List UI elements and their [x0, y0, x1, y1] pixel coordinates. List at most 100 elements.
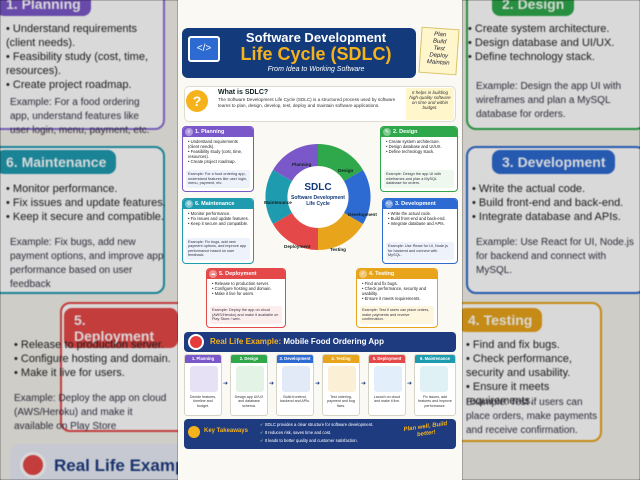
list-item: Design database and UI/UX. [468, 36, 638, 50]
phone-check-illustration [328, 366, 356, 392]
arrow-right-icon: ➜ [361, 381, 367, 387]
list-item: Create system architecture. [386, 139, 454, 144]
list-item: Create project roadmap. [6, 78, 166, 92]
cycle-label-deployment: Deployment [284, 244, 311, 249]
arrow-right-icon: ➜ [223, 381, 229, 387]
list-item: Build front-end and back-end. [472, 196, 637, 210]
list-item: Ensure it meets requirements. [466, 380, 606, 408]
checklist-icon: ≡ [185, 128, 193, 136]
card-development-title: 3. Development [383, 199, 457, 209]
question-icon: ? [186, 90, 208, 112]
list-item: Release to production server. [212, 281, 282, 286]
step-card: 4. Testing Test ordering, payment and bu… [322, 354, 360, 416]
step-card: 6. Maintenance Fix issues, add features … [414, 354, 456, 416]
card-deployment-example: Example: Deploy the app on cloud (AWS/He… [210, 306, 282, 324]
bug-icon: ✓ [359, 270, 367, 278]
step-card: 3. Development Build frontend, backend a… [276, 354, 314, 416]
step-text: Decide features, timeline and budget. [189, 395, 217, 408]
list-item: Create project roadmap. [188, 159, 250, 164]
card-deployment-title: 5. Deployment [207, 269, 285, 279]
cycle-center-title: SDLC [304, 182, 332, 193]
right-testing-head: 4. Testing [462, 308, 543, 332]
card-design: 2. Design ✎ Create system architecture. … [380, 126, 458, 192]
code-icon: <> [385, 200, 393, 208]
cycle-label-design: Design [338, 168, 354, 173]
step-head: 6. Maintenance [415, 355, 455, 363]
list-item: SDLC provides a clear structure for soft… [260, 421, 396, 429]
list-item: Integrate database and APIs. [388, 221, 454, 226]
left-planning-example: Example: For a food ordering app, unders… [10, 97, 150, 136]
key-takeaways-heading: Key Takeaways [204, 428, 248, 434]
step-card: 2. Design Design app UI/UX and database … [230, 354, 268, 416]
left-planning-head: 1. Planning [0, 0, 91, 16]
list-item: Fix issues and update features. [188, 216, 250, 221]
sdlc-infographic: </> Software Development Life Cycle (SDL… [178, 0, 462, 480]
list-item: Build front-end and back-end. [388, 216, 454, 221]
right-dev-head: 3. Development [492, 150, 616, 174]
step-text: Fix issues, add features and improve per… [418, 395, 452, 408]
list-item: Configure hosting and domain. [212, 286, 282, 291]
left-maint-head: 6. Maintenance [0, 150, 117, 174]
list-item: Monitor performance. [6, 182, 171, 196]
list-item: Fix issues and update features. [6, 196, 171, 210]
list-item: Understand requirements (client needs). [188, 139, 250, 149]
step-card: 5. Deployment Launch on cloud and make i… [368, 354, 406, 416]
card-testing-example: Example: Test if users can place orders,… [360, 306, 434, 324]
cycle-segment-development [344, 170, 371, 224]
wrench-icon: ⚙ [185, 200, 193, 208]
sticky-note: Plan Build Test Deploy Maintain [418, 26, 460, 76]
list-item: Make it live for users. [14, 366, 174, 380]
step-head: 4. Testing [323, 355, 359, 363]
cycle-segment-testing [318, 213, 363, 250]
right-blurred-panel: 2. Design Create system architecture. De… [462, 0, 640, 480]
step-text: Test ordering, payment and bug fixes. [327, 395, 355, 408]
card-design-list: Create system architecture. Design datab… [386, 139, 454, 154]
cloud-upload-icon: ☁ [209, 270, 217, 278]
cycle-label-testing: Testing [330, 247, 346, 252]
list-item: Feasibility study (cost, time, resources… [188, 149, 250, 159]
card-design-title: 2. Design [381, 127, 457, 137]
what-note: It helps in building high-quality softwa… [406, 88, 454, 120]
left-deploy-example: Example: Deploy the app on cloud (AWS/He… [14, 393, 167, 432]
arrow-right-icon: ➜ [269, 381, 275, 387]
right-testing-example: Example: Test if users can place orders,… [466, 397, 598, 436]
subtitle: From Idea to Working Software [267, 66, 365, 73]
cycle-segment-planning [273, 144, 318, 181]
left-maint-example: Example: Fix bugs, add new payment optio… [10, 237, 164, 290]
left-planning-list: Understand requirements (client needs). … [6, 22, 166, 92]
right-dev-example: Example: Use React for UI, Node.js for b… [476, 237, 634, 276]
cycle-label-planning: Planning [292, 162, 312, 167]
key-icon [188, 426, 200, 438]
list-item: Release to production server. [14, 338, 174, 352]
cycle-center [288, 167, 348, 227]
title-banner [182, 28, 416, 78]
target-icon [20, 452, 46, 478]
list-item: Ensure it meets requirements. [362, 296, 434, 301]
step-head: 3. Development [277, 355, 313, 363]
arrow-right-icon: ➜ [315, 381, 321, 387]
card-development: 3. Development <> Write the actual code.… [382, 198, 458, 264]
step-card: 1. Planning Decide features, timeline an… [184, 354, 222, 416]
step-head: 5. Deployment [369, 355, 405, 363]
left-deploy-list: Release to production server. Configure … [14, 338, 174, 380]
list-item: Write the actual code. [388, 211, 454, 216]
real-life-banner [184, 332, 456, 352]
wireframe-illustration [236, 366, 264, 392]
list-item: Design database and UI/UX. [386, 144, 454, 149]
list-item: Understand requirements (client needs). [6, 22, 166, 50]
cycle-segment-maintenance [265, 170, 292, 224]
title-line-1: Software Development [245, 30, 387, 45]
list-item: Feasibility study (cost, time, resources… [6, 50, 166, 78]
step-text: Launch on cloud and make it live. [373, 395, 401, 404]
list-item: Keep it secure and compatible. [188, 221, 250, 226]
card-testing-list: Find and fix bugs. Check performance, se… [362, 281, 434, 301]
list-item: It reduces risk, saves time and cost. [260, 429, 396, 437]
sdlc-cycle-wheel [265, 144, 371, 250]
laptop-code-icon: </> [188, 36, 220, 62]
card-planning-title: 1. Planning [183, 127, 253, 137]
list-item: Find and fix bugs. [362, 281, 434, 286]
list-item: Define technology stack. [468, 50, 638, 64]
cycle-label-maintenance: Maintenance [264, 200, 292, 205]
card-planning: 1. Planning ≡ Understand requirements (c… [182, 126, 254, 192]
cloud-upload-illustration [374, 366, 402, 392]
